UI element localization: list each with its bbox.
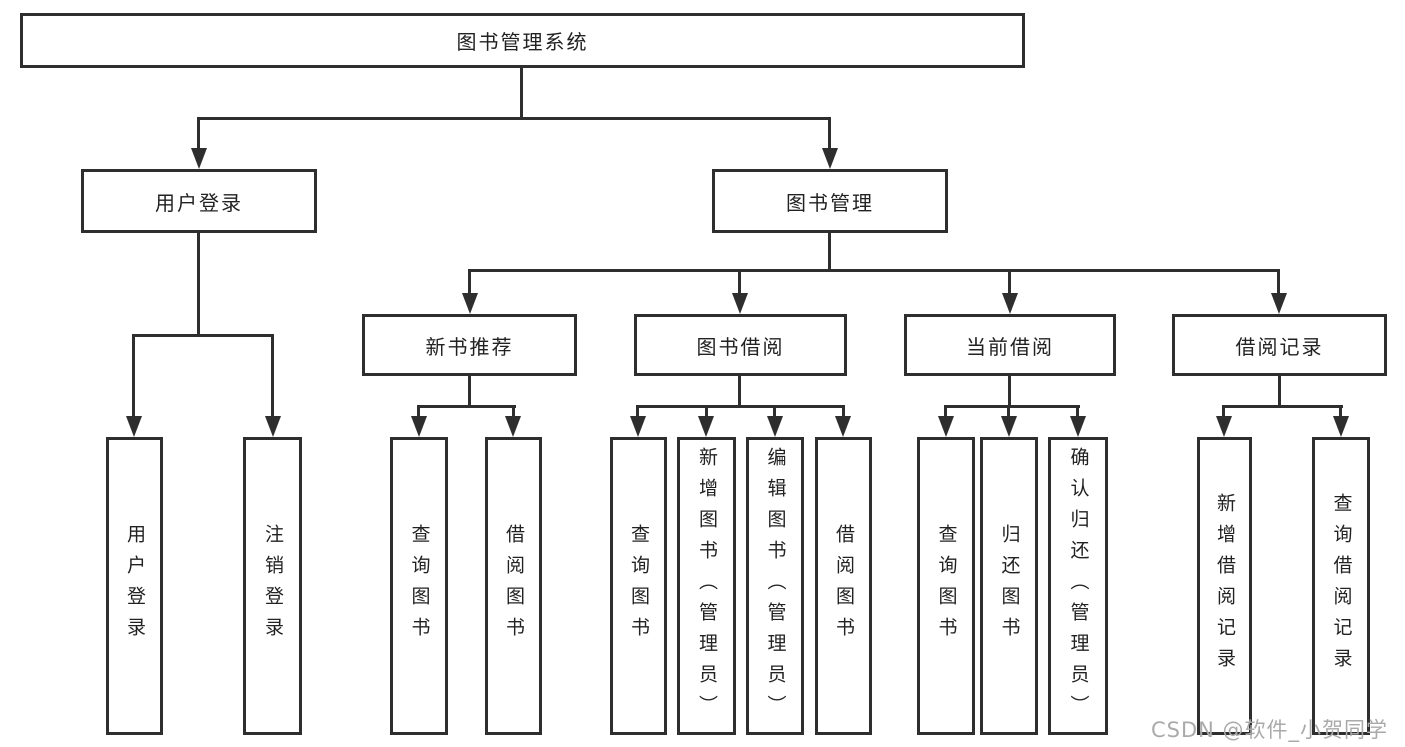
arrowhead-down-icon <box>1333 416 1349 437</box>
connector-vline <box>1277 269 1280 295</box>
connector-vline <box>773 405 776 417</box>
connector-vline <box>738 376 741 408</box>
leaf-query-books-2-label: 查询图书 <box>628 524 650 648</box>
leaf-edit-books-admin: 编辑图书（管理员） <box>746 437 804 735</box>
connector-hline <box>636 405 845 408</box>
node-root: 图书管理系统 <box>20 13 1025 68</box>
node-book-management: 图书管理 <box>712 169 948 233</box>
connector-vline <box>197 117 200 149</box>
leaf-borrow-books-1-label: 借阅图书 <box>503 524 525 648</box>
node-book-borrowing-label: 图书借阅 <box>696 334 785 359</box>
connector-vline <box>468 375 471 408</box>
connector-vline <box>828 117 831 149</box>
leaf-user-login: 用户登录 <box>106 437 163 735</box>
leaf-query-books-3-label: 查询图书 <box>935 524 958 648</box>
node-new-book-recommend: 新书推荐 <box>362 314 577 376</box>
node-new-book-recommend-label: 新书推荐 <box>425 334 514 359</box>
arrowhead-down-icon <box>732 293 748 314</box>
node-current-borrowing-label: 当前借阅 <box>966 334 1054 359</box>
leaf-user-login-label: 用户登录 <box>124 524 146 648</box>
connector-vline <box>944 405 947 417</box>
arrowhead-down-icon <box>630 416 646 437</box>
connector-vline <box>1008 376 1011 408</box>
leaf-add-borrow-record-label: 新增借阅记录 <box>1214 493 1236 679</box>
node-current-borrowing: 当前借阅 <box>904 314 1116 376</box>
arrowhead-down-icon <box>411 416 427 437</box>
connector-vline <box>468 269 471 295</box>
node-book-borrowing: 图书借阅 <box>634 314 847 376</box>
connector-vline <box>738 269 741 295</box>
arrowhead-down-icon <box>462 293 478 314</box>
node-root-label: 图书管理系统 <box>456 30 589 54</box>
arrowhead-down-icon <box>505 416 521 437</box>
leaf-return-books-label: 归还图书 <box>998 524 1021 648</box>
connector-hline <box>197 117 831 120</box>
leaf-borrow-books-2-label: 借阅图书 <box>833 524 855 648</box>
arrowhead-down-icon <box>126 416 142 437</box>
leaf-logout: 注销登录 <box>243 437 302 735</box>
connector-vline <box>197 233 200 336</box>
arrowhead-down-icon <box>835 416 851 437</box>
connector-vline <box>1339 405 1342 417</box>
leaf-edit-books-admin-label: 编辑图书（管理员） <box>764 446 787 726</box>
connector-vline <box>1008 269 1011 295</box>
leaf-query-borrow-record-label: 查询借阅记录 <box>1330 493 1353 679</box>
arrowhead-down-icon <box>698 416 714 437</box>
leaf-add-books-admin-label: 新增图书（管理员） <box>696 446 718 726</box>
connector-vline <box>512 405 515 417</box>
leaf-logout-label: 注销登录 <box>262 524 284 648</box>
arrowhead-down-icon <box>1070 416 1086 437</box>
leaf-query-books-1-label: 查询图书 <box>408 524 431 648</box>
connector-vline <box>1007 405 1010 417</box>
leaf-query-borrow-record: 查询借阅记录 <box>1312 437 1370 735</box>
node-borrowing-records: 借阅记录 <box>1172 314 1387 376</box>
connector-vline <box>705 405 708 417</box>
connector-hline <box>1222 405 1343 408</box>
connector-hline <box>468 269 1280 272</box>
connector-vline <box>132 334 135 417</box>
connector-vline <box>636 405 639 417</box>
connector-vline <box>828 233 831 272</box>
leaf-add-borrow-record: 新增借阅记录 <box>1197 437 1252 735</box>
leaf-add-books-admin: 新增图书（管理员） <box>677 437 736 735</box>
arrowhead-down-icon <box>1002 293 1018 314</box>
node-user-login: 用户登录 <box>81 169 317 233</box>
leaf-confirm-return-admin: 确认归还（管理员） <box>1048 437 1108 735</box>
arrowhead-down-icon <box>938 416 954 437</box>
connector-vline <box>271 334 274 417</box>
node-book-management-label: 图书管理 <box>786 190 874 215</box>
connector-hline <box>944 405 1080 408</box>
connector-hline <box>417 405 516 408</box>
arrowhead-down-icon <box>265 416 281 437</box>
watermark: CSDN @软件_小贺同学 <box>1151 718 1389 742</box>
arrowhead-down-icon <box>767 416 783 437</box>
connector-vline <box>1278 376 1281 408</box>
arrowhead-down-icon <box>822 148 838 169</box>
leaf-query-books-2: 查询图书 <box>610 437 667 735</box>
connector-vline <box>1076 405 1079 417</box>
connector-vline <box>842 405 845 417</box>
leaf-query-books-3: 查询图书 <box>917 437 975 735</box>
leaf-return-books: 归还图书 <box>980 437 1038 735</box>
arrowhead-down-icon <box>191 148 207 169</box>
connector-hline <box>132 334 274 337</box>
arrowhead-down-icon <box>1271 293 1287 314</box>
arrowhead-down-icon <box>1216 416 1232 437</box>
connector-vline <box>520 68 523 120</box>
leaf-borrow-books-2: 借阅图书 <box>815 437 872 735</box>
leaf-borrow-books-1: 借阅图书 <box>485 437 542 735</box>
connector-vline <box>417 405 420 417</box>
connector-vline <box>1222 405 1225 417</box>
arrowhead-down-icon <box>1001 416 1017 437</box>
leaf-confirm-return-admin-label: 确认归还（管理员） <box>1067 446 1090 726</box>
node-borrowing-records-label: 借阅记录 <box>1235 334 1324 359</box>
leaf-query-books-1: 查询图书 <box>390 437 448 735</box>
node-user-login-label: 用户登录 <box>155 190 243 215</box>
